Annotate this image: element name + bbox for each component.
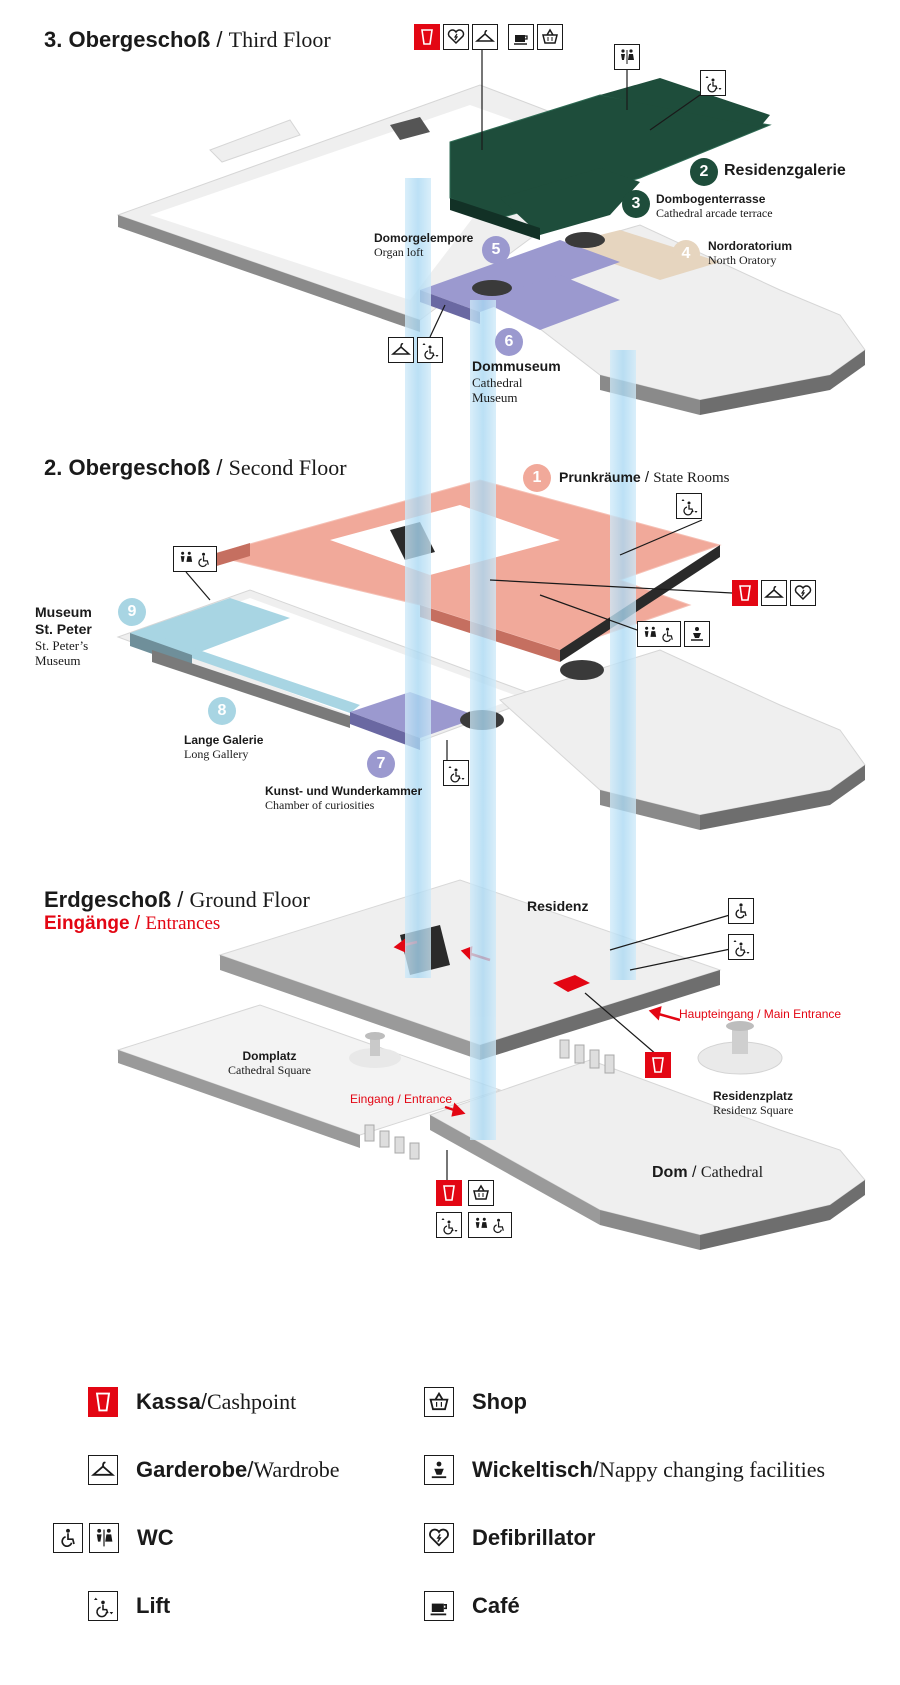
shop-basket-icon: [537, 24, 563, 50]
entrances-subtitle: Eingänge / Entrances: [44, 913, 221, 934]
lift-shaft: [405, 178, 431, 978]
prunkraeume-label: Prunkräume / State Rooms: [559, 469, 730, 486]
baby-changing-icon: [684, 621, 710, 647]
residenzgalerie-label: Residenzgalerie: [724, 162, 846, 179]
wardrobe-hanger-icon: [388, 337, 414, 363]
third-floor-title: 3. Obergeschoß / Third Floor: [44, 27, 331, 52]
lift-icon: [676, 493, 702, 519]
accessible-wc-icon: [53, 1523, 83, 1553]
ticket-icon: [645, 1052, 671, 1078]
area-number-4: 4: [672, 240, 700, 268]
defibrillator-icon: [443, 24, 469, 50]
entrance-label: Eingang / Entrance: [350, 1092, 453, 1106]
defibrillator-icon: [790, 580, 816, 606]
area-number-3: 3: [622, 190, 650, 218]
fountain-icon: [697, 1021, 783, 1075]
defibrillator-icon: [424, 1523, 454, 1553]
shop-basket-icon: [424, 1387, 454, 1417]
wc-icon: [614, 44, 640, 70]
lift-shaft: [470, 300, 496, 1140]
dommuseum-area: [420, 240, 620, 312]
lift-icon: [443, 760, 469, 786]
residenz-label: Residenz: [527, 898, 589, 914]
accessible-wc-icon: [468, 1212, 512, 1238]
legend-item-garderobe: Garderobe / Wardrobe: [88, 1452, 340, 1488]
cafe-cup-icon: [508, 24, 534, 50]
legend-item-kassa: Kassa / Cashpoint: [88, 1384, 296, 1420]
shop-basket-icon: [468, 1180, 494, 1206]
kassa-tile: [553, 975, 590, 992]
wardrobe-hanger-icon: [88, 1455, 118, 1485]
legend-item-lift: Lift: [88, 1588, 170, 1624]
lift-icon: [417, 337, 443, 363]
leader-lines: [185, 50, 741, 1180]
accessible-wc-icon: [637, 621, 681, 647]
ticket-icon: [414, 24, 440, 50]
second-floor-title: 2. Obergeschoß / Second Floor: [44, 455, 347, 480]
wc-icon: [89, 1523, 119, 1553]
area-number-1: 1: [523, 464, 551, 492]
main-entrance-label: Haupteingang / Main Entrance: [679, 1007, 842, 1021]
lift-shaft: [610, 350, 636, 980]
second-floor-plan: [116, 479, 866, 830]
third-floor-plan: [116, 78, 866, 415]
lift-icon: [700, 70, 726, 96]
area-number-5: 5: [482, 236, 510, 264]
dom-label: Dom / Cathedral: [652, 1164, 764, 1181]
area-number-9: 9: [118, 598, 146, 626]
ticket-icon: [436, 1180, 462, 1206]
lift-icon: [436, 1212, 462, 1238]
accessible-wc-icon: [173, 546, 217, 572]
ticket-icon: [732, 580, 758, 606]
area-number-2: 2: [690, 158, 718, 186]
accessible-wc-icon: [728, 898, 754, 924]
cafe-cup-icon: [424, 1591, 454, 1621]
wardrobe-hanger-icon: [472, 24, 498, 50]
lift-shafts: [405, 178, 636, 1140]
area-number-7: 7: [367, 750, 395, 778]
baby-changing-icon: [424, 1455, 454, 1485]
legend-item-wickeltisch: Wickeltisch / Nappy changing facilities: [424, 1452, 825, 1488]
lift-icon: [88, 1591, 118, 1621]
ticket-icon: [88, 1387, 118, 1417]
area-number-8: 8: [208, 697, 236, 725]
legend-item-shop: Shop: [424, 1384, 527, 1420]
area-number-6: 6: [495, 328, 523, 356]
domplatz-square: [116, 1004, 502, 1136]
legend-item-wc: WC: [53, 1520, 174, 1556]
legend-item-defibrillator: Defibrillator: [424, 1520, 595, 1556]
legend-item-cafe: Café: [424, 1588, 520, 1624]
ground-floor-title: Erdgeschoß / Ground Floor: [44, 887, 310, 912]
lift-icon: [728, 934, 754, 960]
wardrobe-hanger-icon: [761, 580, 787, 606]
fountain-icon: [349, 1032, 401, 1068]
